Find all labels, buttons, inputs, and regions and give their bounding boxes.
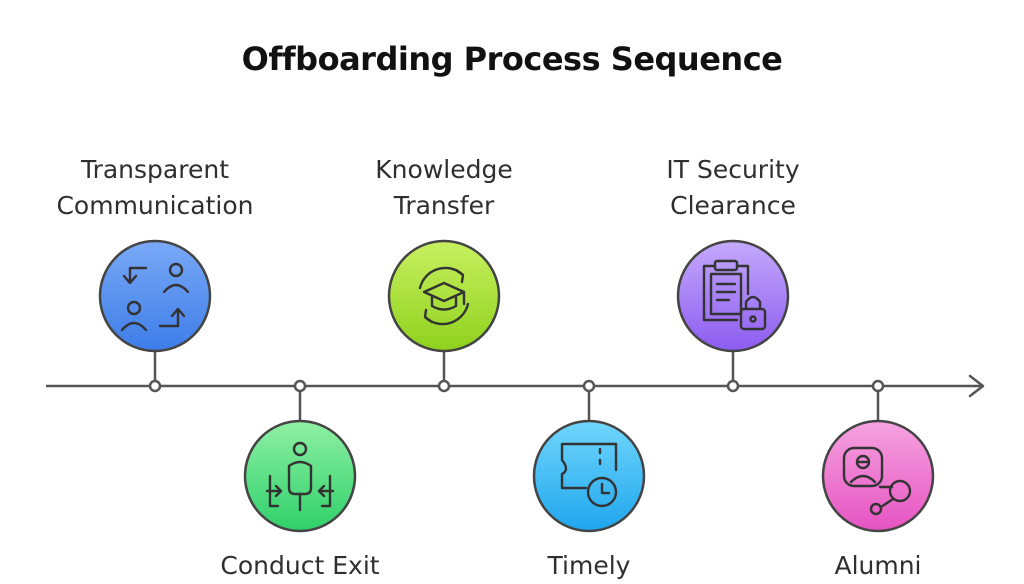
timeline-dot-6	[871, 379, 885, 393]
clipboard-lock-icon	[702, 259, 767, 331]
step-circle-timely	[532, 419, 646, 533]
timeline-dot-1	[148, 379, 162, 393]
step-circle-it-security-clearance	[676, 239, 790, 353]
timeline-dot-3	[437, 379, 451, 393]
step-circle-transparent-communication	[98, 239, 212, 353]
step-circle-knowledge-transfer	[387, 239, 501, 353]
timeline-dot-4	[582, 379, 596, 393]
timeline-arrowhead	[968, 374, 985, 398]
timeline-dot-2	[293, 379, 307, 393]
step-label-timely: Timely	[547, 551, 631, 580]
timeline-dot-5	[726, 379, 740, 393]
step-label-alumni: Alumni	[834, 551, 922, 580]
person-doors-icon	[265, 441, 335, 512]
step-circle-conduct-exit	[243, 419, 357, 533]
ticket-clock-icon	[560, 442, 618, 508]
person-network-icon	[842, 446, 912, 516]
exchange-people-icon	[120, 262, 190, 332]
step-label-conduct-exit: Conduct Exit	[220, 551, 380, 580]
diagram-title: Offboarding Process Sequence	[241, 40, 783, 78]
graduation-cycle-icon	[418, 266, 470, 326]
